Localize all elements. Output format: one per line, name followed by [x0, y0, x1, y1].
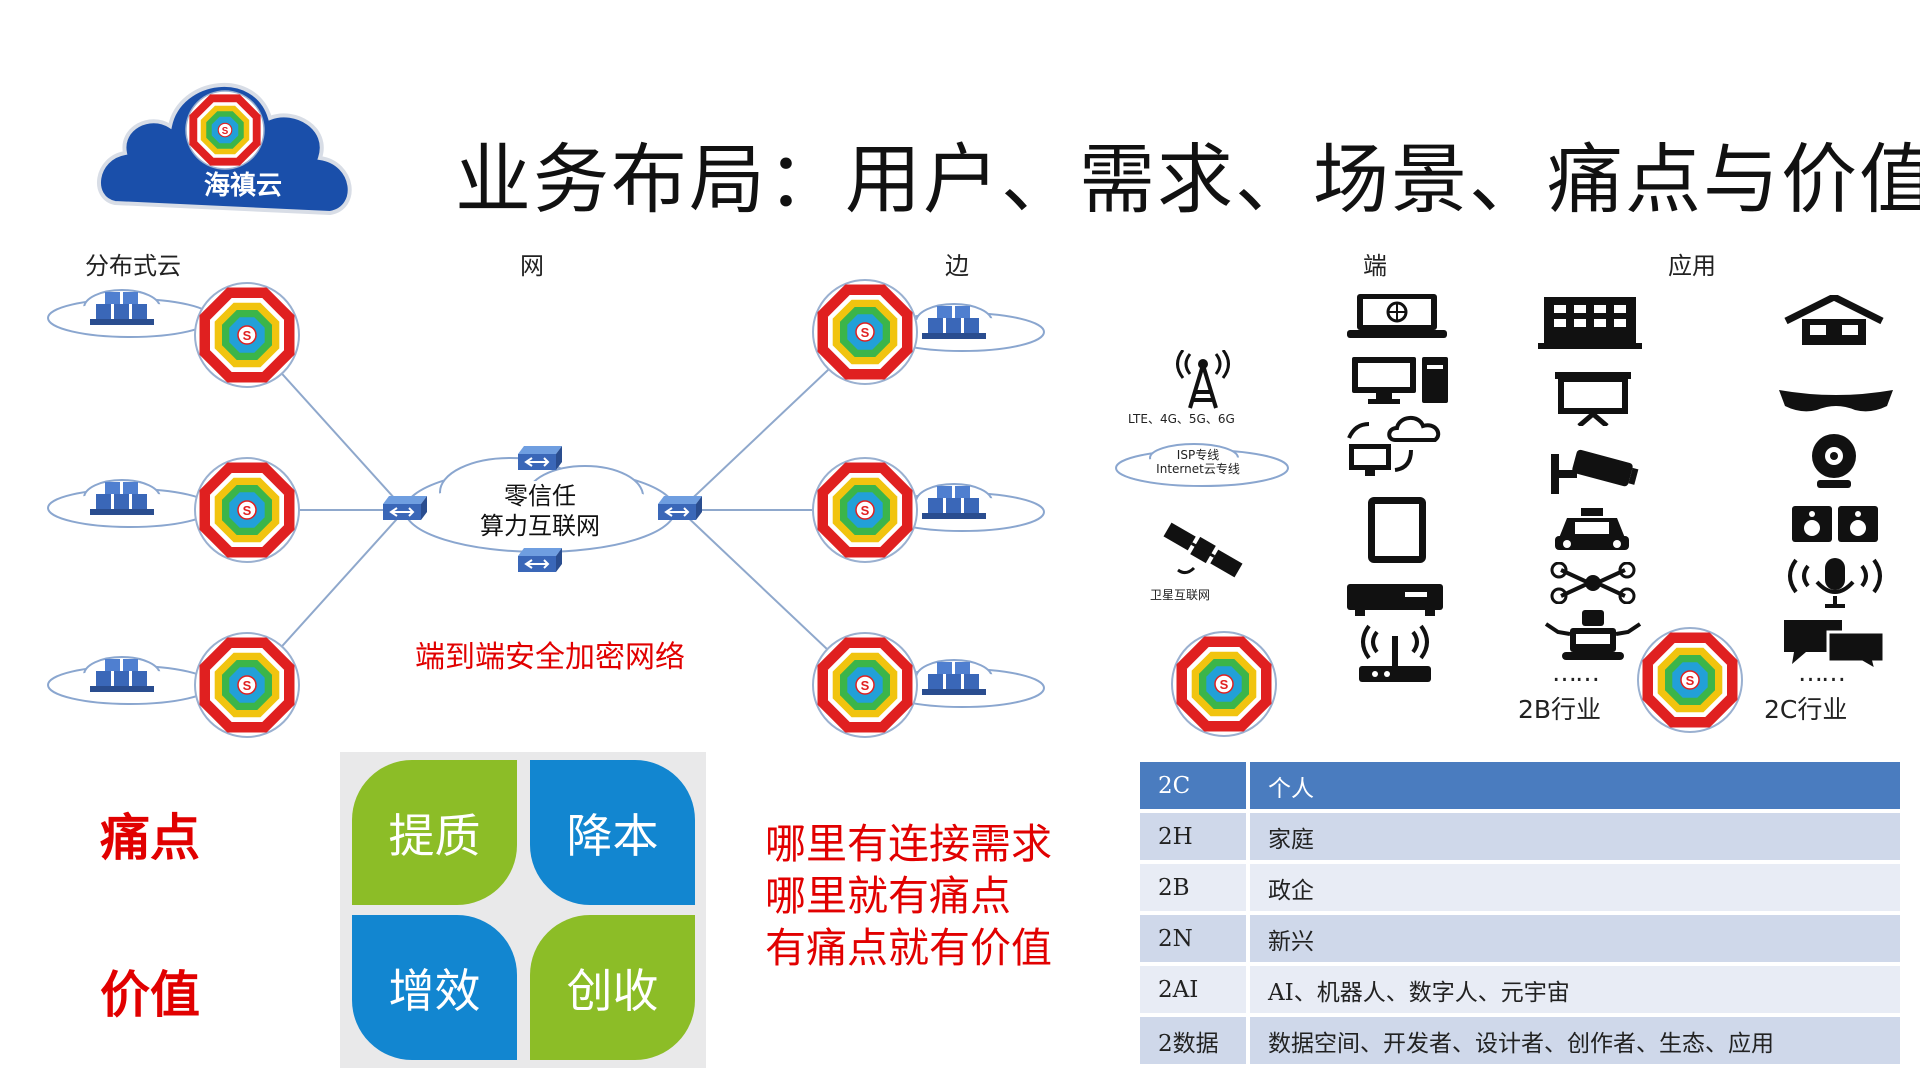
segment-desc: 政企: [1250, 864, 1900, 911]
zero-trust-label: 零信任 算力互联网: [440, 481, 640, 541]
camera-icon: [1551, 449, 1639, 494]
zero-trust-line1: 零信任: [504, 482, 576, 510]
label-application: 应用: [1668, 252, 1716, 280]
secure-network-note: 端到端安全加密网络: [415, 640, 685, 675]
petal-quality: 提质: [352, 760, 517, 905]
cloud-sync-icon: [1347, 416, 1441, 476]
vr-headset-icon: [1779, 390, 1893, 412]
segment-desc: 新兴: [1250, 915, 1900, 962]
building-icon: [1538, 297, 1642, 349]
value-quadrant: 提质 降本 增效 创收: [340, 752, 706, 1068]
drone-icon: [1550, 562, 1636, 604]
segment-code: 2AI: [1140, 966, 1250, 1013]
why-line-1: 哪里有连接需求: [765, 820, 1052, 868]
desktop-icon: [1352, 357, 1448, 404]
segment-code: 2N: [1140, 915, 1250, 962]
access-node-octagon: [1171, 631, 1277, 737]
satellite-label: 卫星互联网: [1150, 588, 1211, 602]
segment-code: 2数据: [1140, 1017, 1250, 1064]
label-network: 网: [520, 252, 544, 280]
cell-tower-icon: [1176, 350, 1230, 409]
label-terminal: 端: [1363, 252, 1387, 280]
logo-text: 海禛云: [203, 171, 282, 201]
isp-label: ISP专线 Internet云专线: [1143, 448, 1253, 476]
isp-cloud: [1115, 443, 1289, 487]
satellite-icon: [1163, 522, 1243, 578]
industry-c-label: 2C行业: [1764, 695, 1848, 724]
value-label: 价值: [100, 965, 200, 1024]
label-edge: 边: [945, 252, 969, 280]
table-row: 2N 新兴: [1140, 915, 1900, 962]
why-line-3: 有痛点就有价值: [765, 924, 1052, 972]
car-icon: [1555, 508, 1629, 550]
table-row: 2B 政企: [1140, 864, 1900, 911]
industry-b-dots: ……: [1552, 658, 1600, 687]
segment-code: 2H: [1140, 813, 1250, 860]
isp-line1: ISP专线: [1176, 448, 1220, 462]
segment-table: 2C 个人 2H 家庭 2B 政企 2N 新兴 2AI AI、机器人、数字人、元…: [1140, 758, 1900, 1068]
cell-network-label: LTE、4G、5G、6G: [1128, 412, 1235, 426]
set-top-box-icon: [1347, 584, 1443, 616]
segment-desc: AI、机器人、数字人、元宇宙: [1250, 966, 1900, 1013]
presentation-icon: [1555, 372, 1631, 426]
why-line-2: 哪里就有痛点: [765, 872, 1011, 920]
microphone-icon: [1788, 558, 1882, 608]
speaker-icon: [1792, 506, 1878, 542]
tablet-icon: [1368, 497, 1426, 563]
table-row: 2AI AI、机器人、数字人、元宇宙: [1140, 966, 1900, 1013]
segment-desc: 数据空间、开发者、设计者、创作者、生态、应用: [1250, 1017, 1900, 1064]
webcam-icon: [1812, 434, 1856, 488]
industry-c-dots: ……: [1798, 658, 1846, 687]
haizhen-cloud-logo: [97, 83, 352, 216]
industry-node-octagon: [1637, 627, 1743, 733]
home-icon: [1784, 295, 1884, 345]
label-distributed-cloud: 分布式云: [85, 252, 181, 280]
table-row: 2H 家庭: [1140, 813, 1900, 860]
petal-cost: 降本: [530, 760, 695, 905]
segment-code: 2B: [1140, 864, 1250, 911]
petal-efficiency: 增效: [352, 915, 517, 1060]
connection-demand-text: 哪里有连接需求 哪里就有痛点 有痛点就有价值: [765, 818, 1052, 974]
isp-line2: Internet云专线: [1156, 462, 1240, 476]
pain-point-label: 痛点: [100, 808, 200, 867]
page-title: 业务布局：用户、需求、场景、痛点与价值: [455, 135, 1920, 224]
laptop-icon: [1347, 294, 1447, 338]
table-row: 2数据 数据空间、开发者、设计者、创作者、生态、应用: [1140, 1017, 1900, 1064]
industry-b-label: 2B行业: [1518, 695, 1602, 724]
chat-icon: [1784, 620, 1886, 670]
segment-desc: 家庭: [1250, 813, 1900, 860]
network-diagram: [47, 279, 1045, 738]
router-icon: [1359, 624, 1431, 682]
zero-trust-line2: 算力互联网: [480, 512, 600, 540]
table-row: 2C 个人: [1140, 762, 1900, 809]
petal-revenue: 创收: [530, 915, 695, 1060]
segment-code: 2C: [1140, 762, 1250, 809]
segment-desc: 个人: [1250, 762, 1900, 809]
robot-icon: [1544, 610, 1642, 660]
zero-trust-cloud: [404, 457, 676, 553]
